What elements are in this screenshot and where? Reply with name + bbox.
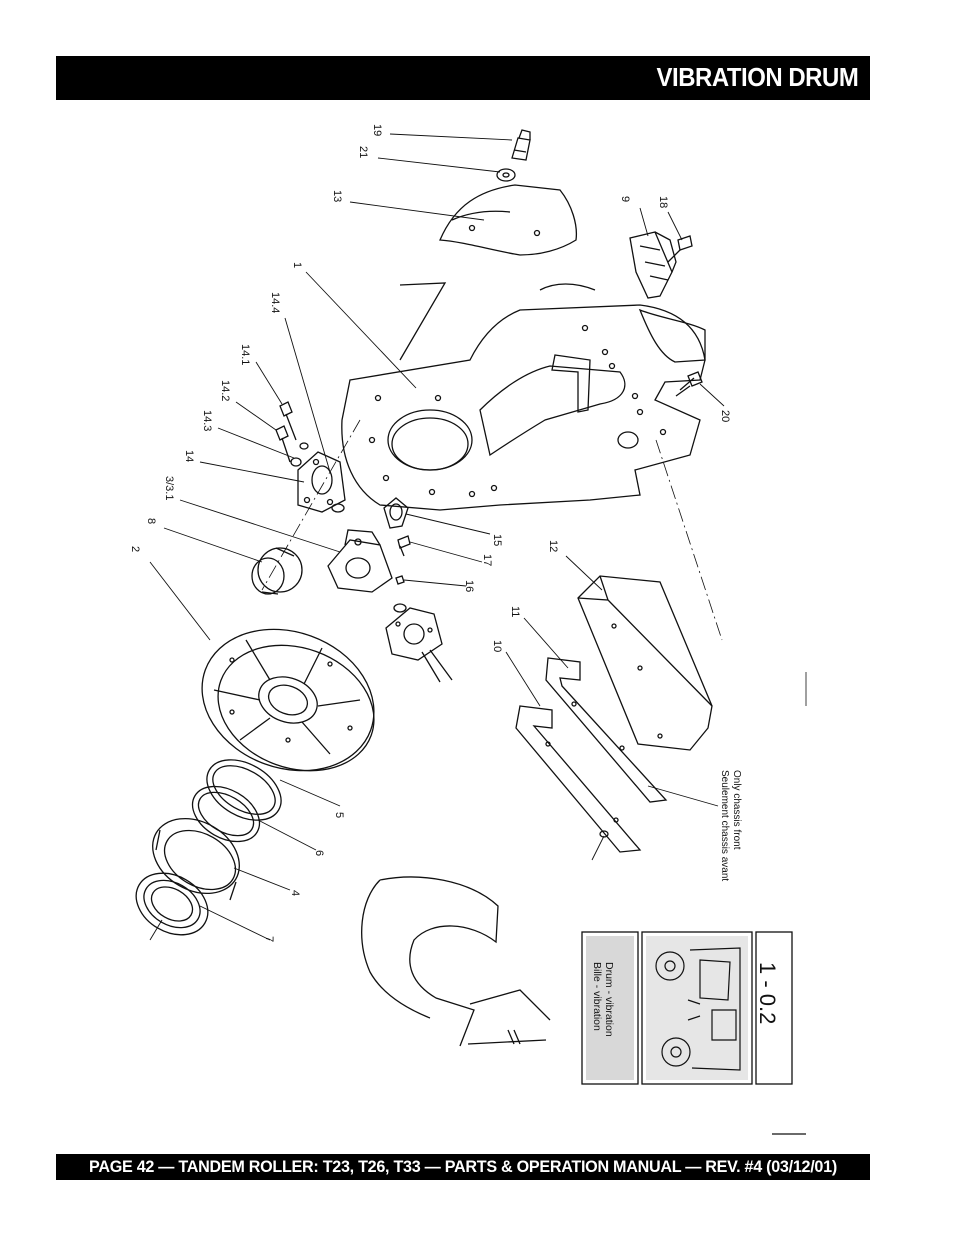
legend-line-1: Drum - vibration [603,962,615,1037]
callout-18: 18 [657,196,669,208]
callout-7: 7 [263,936,275,942]
legend-line-2: Bille - vibration [591,962,603,1031]
callout-3-3-1: 3/3.1 [163,476,175,500]
drum-flange-part-2 [201,628,375,772]
drum-shell [361,876,551,1047]
callout-15: 15 [491,534,503,546]
rubber-mount-part-8 [251,547,303,595]
callout-14: 14 [183,450,195,462]
callout-10: 10 [491,640,503,652]
bearing-part-7 [135,872,209,936]
callout-9: 9 [619,196,631,202]
vibration-motor-part-3 [327,529,393,593]
callout-14-2: 14.2 [219,380,231,401]
bolt-part-17 [397,535,411,557]
callout-5: 5 [333,812,345,818]
legend-code: 1 - 0.2 [755,962,780,1024]
callout-1: 1 [291,262,303,268]
callout-8: 8 [145,518,157,524]
pin-part-16 [395,575,405,585]
callout-21: 21 [357,146,369,158]
callout-16: 16 [463,580,475,592]
spacer-part-10 [515,705,642,853]
callout-6: 6 [313,850,325,856]
note-line-2: Seulement chassis avant [719,770,730,881]
housing-part-4 [152,817,240,901]
callout-11: 11 [509,606,521,617]
header-bar: VIBRATION DRUM [56,56,870,100]
ring-part-6 [191,785,261,843]
callout-12: 12 [547,540,559,552]
seal-part-5 [206,759,282,821]
washer-part-14-3 [290,457,302,467]
callout-14-3: 14.3 [201,410,213,431]
callout-17: 17 [481,554,493,566]
bolt-part-20 [675,371,703,397]
bolt-part-14-2 [275,425,291,463]
callout-19: 19 [371,124,383,136]
callout-14-4: 14.4 [269,292,281,313]
bolt-part-19 [511,129,531,161]
callout-4: 4 [289,890,301,896]
callout-14-1: 14.1 [239,344,251,365]
legend-box: Drum - vibration Bille - vibration 1 - 0… [581,931,793,1085]
bolt-part-18 [667,235,693,263]
bearing-housing-part-14 [297,451,346,513]
spacer-part-11 [545,657,668,803]
footer-text: PAGE 42 — TANDEM ROLLER: T23, T26, T33 —… [89,1157,837,1176]
page-title: VIBRATION DRUM [656,62,858,92]
footer-bar: PAGE 42 — TANDEM ROLLER: T23, T26, T33 —… [56,1154,870,1180]
roller-thumbnail-icon [655,947,741,1071]
callout-20: 20 [719,410,731,422]
support-part-12 [577,575,713,751]
bolt-part-14-1 [279,401,297,441]
callout-13: 13 [331,190,343,202]
plug-part-15 [383,497,409,529]
chassis-plate-part-1 [341,282,706,511]
guard-part-13 [439,184,578,256]
flange-housing [385,603,453,683]
washer-part-21 [496,168,516,182]
note-line-1: Only chassis front [731,770,742,850]
callout-2: 2 [129,546,141,552]
bracket-part-9 [629,231,677,299]
